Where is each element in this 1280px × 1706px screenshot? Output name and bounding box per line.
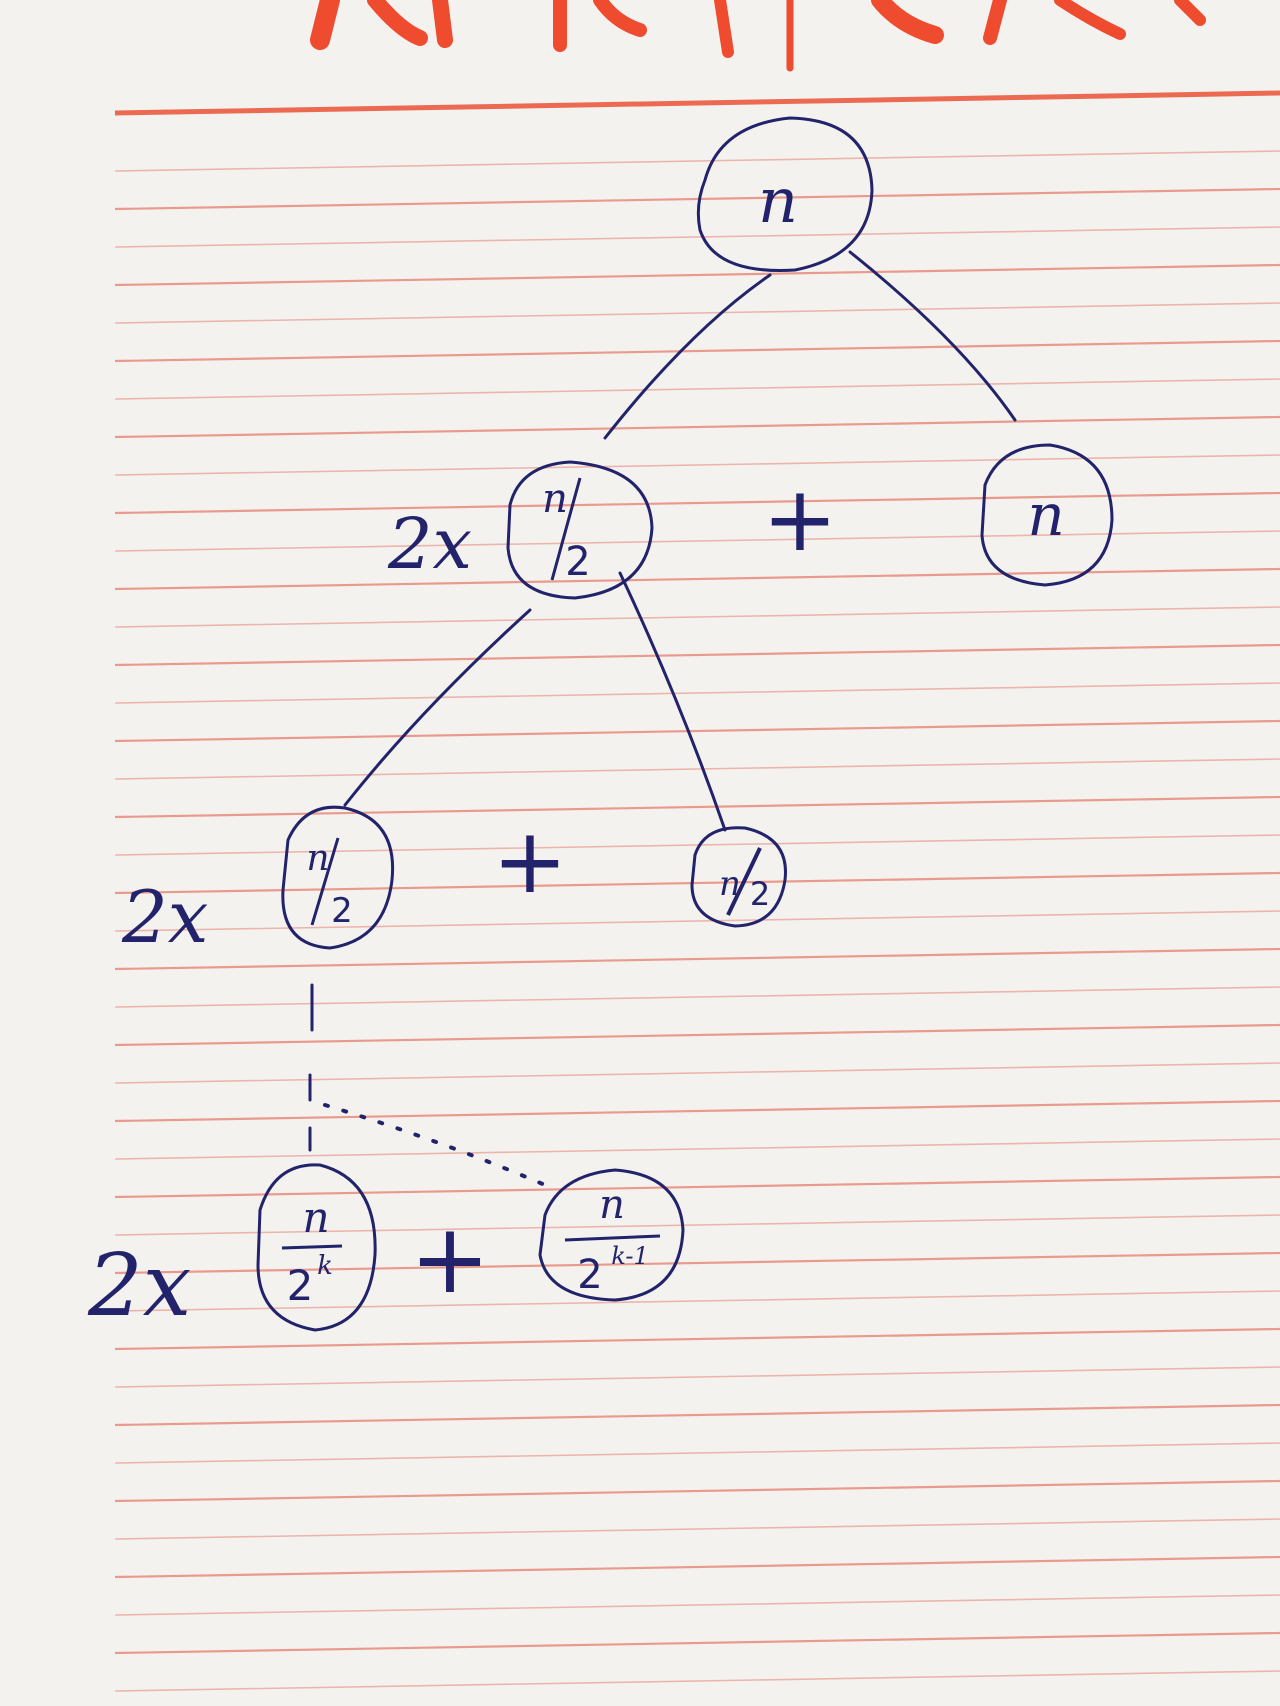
ruled-line [114, 719, 1280, 743]
node-circle [538, 1168, 685, 1302]
ruled-line [114, 187, 1280, 211]
ruled-line [114, 1214, 1280, 1236]
ruled-line [114, 263, 1280, 287]
ruled-line [114, 150, 1280, 172]
tree-node-root: n [696, 116, 874, 272]
ruled-line [114, 1594, 1280, 1616]
ruled-line [114, 1138, 1280, 1160]
ruled-line [114, 643, 1280, 667]
tree-node-level1-right: n [980, 443, 1114, 587]
ruled-line [114, 1023, 1280, 1047]
node-circle [506, 460, 654, 600]
ruled-line [114, 339, 1280, 363]
ruled-lines [114, 150, 1280, 1692]
edge-l1-left [343, 608, 532, 807]
edge-root-left [603, 273, 772, 440]
ruled-line [114, 1442, 1280, 1464]
ruled-line [114, 682, 1280, 704]
ruled-line [114, 1670, 1280, 1692]
tree-node-levelk-right: n 2 k-1 [538, 1168, 685, 1302]
node-label: n [758, 164, 798, 237]
fraction-bar [564, 1234, 661, 1242]
ruled-line [114, 986, 1280, 1008]
fraction-bar [726, 847, 762, 916]
fraction-numerator: n [302, 1193, 329, 1242]
ruled-line [114, 530, 1280, 552]
tree-node-level2-right: n 2 [690, 826, 787, 928]
ruled-line [114, 1518, 1280, 1540]
ruled-line [114, 871, 1280, 895]
ruled-line [114, 758, 1280, 780]
fraction-numerator: n [719, 864, 741, 904]
fraction-numerator: n [306, 838, 329, 879]
plus-level1: + [762, 467, 837, 572]
edge-dotted-k [323, 1103, 547, 1187]
node-circle [696, 116, 874, 272]
node-circle [980, 443, 1114, 587]
node-circle [256, 1163, 377, 1332]
fraction-bar [550, 477, 582, 581]
ruled-line [114, 302, 1280, 324]
tree-node-level2-left: n 2 [281, 805, 395, 950]
multiplier-levelk: 2x [87, 1236, 191, 1336]
ruled-line [114, 606, 1280, 628]
ruled-line [114, 1251, 1280, 1275]
fraction-denominator: 2 [331, 891, 353, 931]
fraction-denominator: 2 [750, 875, 770, 913]
ruled-line [114, 1366, 1280, 1388]
fraction-numerator: n [599, 1182, 625, 1228]
edge-root-right [848, 250, 1017, 422]
ruled-line [114, 1555, 1280, 1579]
plus-level2: + [492, 809, 567, 914]
tree-node-levelk-left: n 2 k [256, 1163, 377, 1332]
ruled-line [114, 1631, 1280, 1655]
multiplier-level1: 2x [387, 503, 472, 585]
ruled-line [114, 1099, 1280, 1123]
node-circle [690, 826, 787, 928]
header-ink-strokes [310, 0, 1206, 72]
edge-l1-right [618, 571, 727, 832]
ruled-line [114, 1479, 1280, 1503]
ruled-line [114, 947, 1280, 971]
fraction-denominator-base: 2 [577, 1252, 602, 1298]
node-circle [281, 805, 395, 950]
fraction-numerator: n [542, 476, 568, 522]
fraction-bar [310, 837, 340, 926]
ruled-line [114, 1327, 1280, 1351]
ruled-line [114, 1175, 1280, 1199]
tree-node-level1-left: n 2 [506, 460, 654, 600]
ruled-line [114, 1403, 1280, 1427]
ruled-line [114, 415, 1280, 439]
fraction-denominator-exponent: k [317, 1251, 333, 1281]
fraction-denominator: 2 [565, 539, 590, 585]
header-rule [114, 90, 1280, 116]
multiplier-level2: 2x [121, 875, 208, 959]
node-label: n [1027, 481, 1064, 549]
ruled-line [114, 910, 1280, 932]
fraction-denominator-exponent: k-1 [611, 1242, 649, 1270]
ruled-line [114, 1290, 1280, 1312]
fraction-bar [281, 1244, 343, 1250]
ruled-line [114, 378, 1280, 400]
ruled-line [114, 226, 1280, 248]
ruled-line [114, 834, 1280, 856]
plus-levelk: + [410, 1203, 490, 1315]
ruled-line [114, 491, 1280, 515]
fraction-denominator-base: 2 [287, 1261, 314, 1310]
tree-edges [308, 250, 1017, 1187]
